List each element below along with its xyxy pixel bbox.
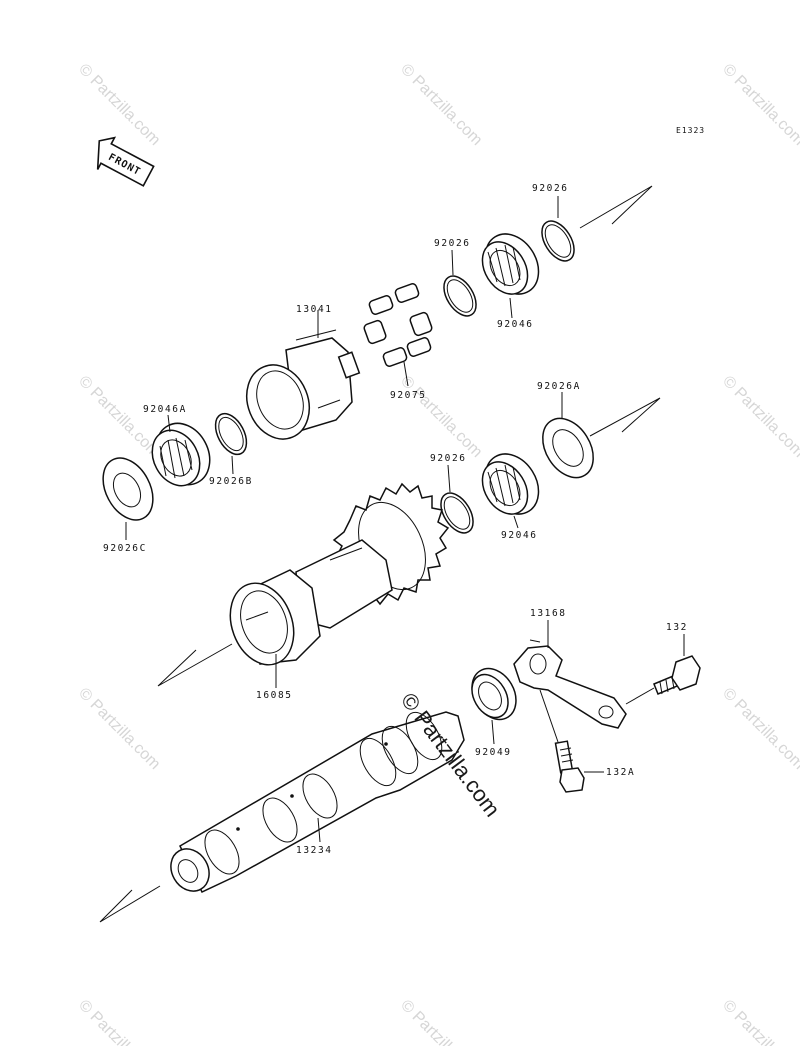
watermark-tile: © Partzilla.com	[397, 997, 485, 1046]
watermark-tile: © Partzilla.com	[397, 61, 485, 149]
label-13041: 13041	[296, 304, 333, 315]
ring-92026-low	[440, 464, 474, 534]
label-92075: 92075	[390, 390, 427, 401]
label-132A: 132A	[606, 767, 635, 778]
ring-92026-top	[541, 196, 575, 262]
watermark-tile: © Partzilla.com	[75, 685, 163, 773]
washer-92026A	[542, 392, 594, 479]
watermark-tile: © Partzilla.com	[719, 373, 800, 461]
axis-lines	[99, 185, 661, 923]
ring-92026-mid	[443, 249, 477, 317]
damper-92075	[363, 283, 433, 387]
label-92026A: 92026A	[537, 381, 581, 392]
bearing-92046-top	[481, 233, 540, 319]
label-132: 132	[666, 622, 688, 633]
bolt-132	[625, 634, 701, 705]
label-13168: 13168	[530, 608, 567, 619]
washer-92026C	[102, 457, 154, 540]
label-92026B: 92026B	[209, 476, 253, 487]
watermark-tile: © Partzilla.com	[719, 997, 800, 1046]
label-92049: 92049	[475, 747, 512, 758]
bearing-92046A	[151, 414, 211, 487]
label-92046A: 92046A	[143, 404, 187, 415]
diagram-code: E1323	[676, 126, 705, 135]
label-92026C: 92026C	[103, 543, 147, 554]
shaft-13234	[170, 711, 465, 893]
hub-13041	[246, 310, 361, 440]
label-92026-mid: 92026	[434, 238, 471, 249]
label-92046-top: 92046	[497, 319, 534, 330]
bearing-92046-low	[481, 453, 540, 529]
watermark-tile: © Partzilla.com	[719, 61, 800, 149]
label-13234: 13234	[296, 845, 333, 856]
label-92026-top: 92026	[532, 183, 569, 194]
gear-shaft-16085	[229, 482, 450, 688]
ring-92026B	[214, 412, 248, 475]
part-labels: 92026 92026 92046 13041 92075 92046A 920…	[103, 183, 688, 856]
label-92026-low: 92026	[430, 453, 467, 464]
oil-seal-92049	[471, 667, 517, 745]
watermark-tile: © Partzilla.com	[75, 61, 163, 149]
label-16085: 16085	[256, 690, 293, 701]
watermark-tile: © Partzilla.com	[75, 997, 163, 1046]
bolt-132A	[539, 689, 604, 793]
label-92046-low: 92046	[501, 530, 538, 541]
lever-13168	[513, 620, 627, 729]
watermark-tile: © Partzilla.com	[75, 373, 163, 461]
watermark-tile: © Partzilla.com	[397, 373, 485, 461]
watermark-tile: © Partzilla.com	[719, 685, 800, 773]
